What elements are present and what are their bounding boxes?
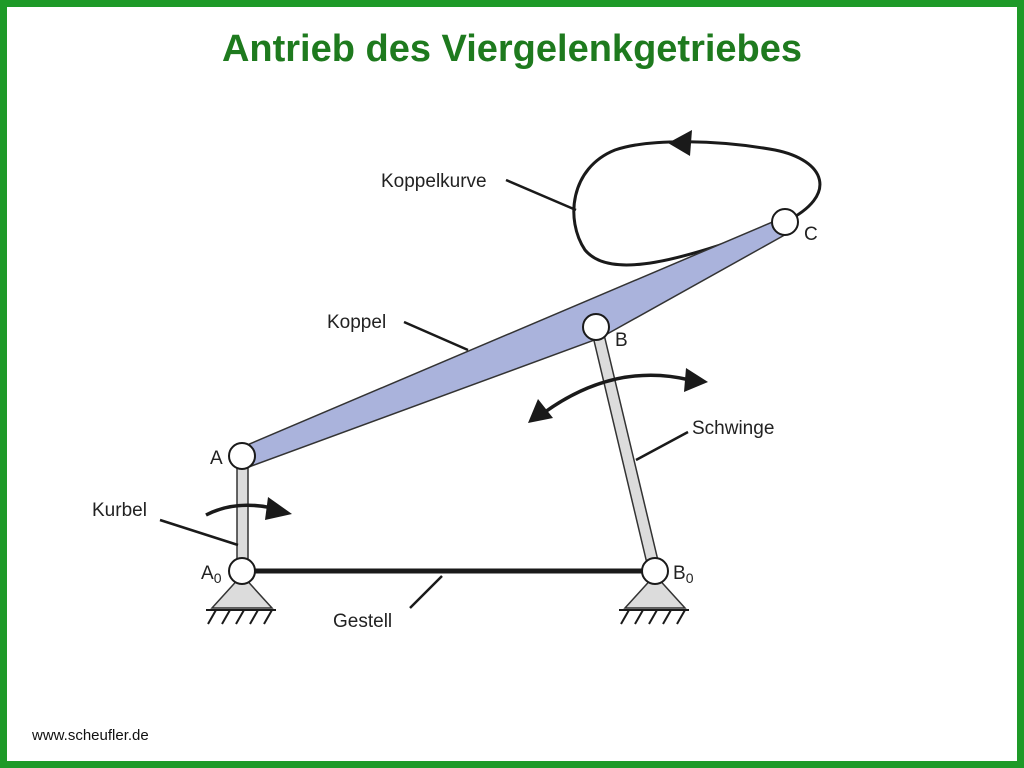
- label-a0: A0: [201, 563, 222, 586]
- crank-arrowhead-icon: [265, 497, 292, 520]
- leader-schwinge: [635, 430, 689, 462]
- ground-support-a0: [206, 573, 276, 625]
- label-koppel: Koppel: [327, 312, 386, 333]
- label-b0-main: B: [673, 563, 686, 584]
- label-b0-sub: 0: [686, 570, 694, 586]
- coupler-curve: [572, 140, 822, 267]
- joint-a0: [228, 557, 256, 585]
- rocker-link: [590, 325, 661, 573]
- rocker-swing-arrow-icon: [543, 373, 691, 414]
- label-b: B: [615, 330, 628, 351]
- label-c: C: [804, 224, 818, 245]
- label-a0-main: A: [201, 563, 214, 584]
- label-a: A: [210, 448, 223, 469]
- leader-koppel: [403, 320, 469, 352]
- rocker-arrowhead-left-icon: [528, 399, 553, 423]
- leader-koppelkurve: [505, 178, 577, 212]
- rocker-arrowhead-right-icon: [684, 368, 708, 392]
- label-koppelkurve: Koppelkurve: [381, 171, 487, 192]
- crank-link: [236, 456, 249, 572]
- leader-gestell: [409, 575, 443, 609]
- crank-rotation-arrow-icon: [205, 503, 273, 517]
- joint-a: [228, 442, 256, 470]
- label-b0: B0: [673, 563, 694, 586]
- label-kurbel: Kurbel: [92, 500, 147, 521]
- label-gestell: Gestell: [333, 611, 392, 632]
- joint-b0: [641, 557, 669, 585]
- slide-title: Antrieb des Viergelenkgetriebes: [221, 28, 803, 70]
- label-a0-sub: 0: [214, 570, 222, 586]
- coupler-curve-arrow-icon: [668, 130, 692, 156]
- joint-c: [771, 208, 799, 236]
- label-schwinge: Schwinge: [692, 418, 774, 439]
- footer-url: www.scheufler.de: [32, 727, 149, 744]
- ground-support-b0: [619, 573, 689, 625]
- leader-kurbel: [159, 518, 239, 547]
- joint-b: [582, 313, 610, 341]
